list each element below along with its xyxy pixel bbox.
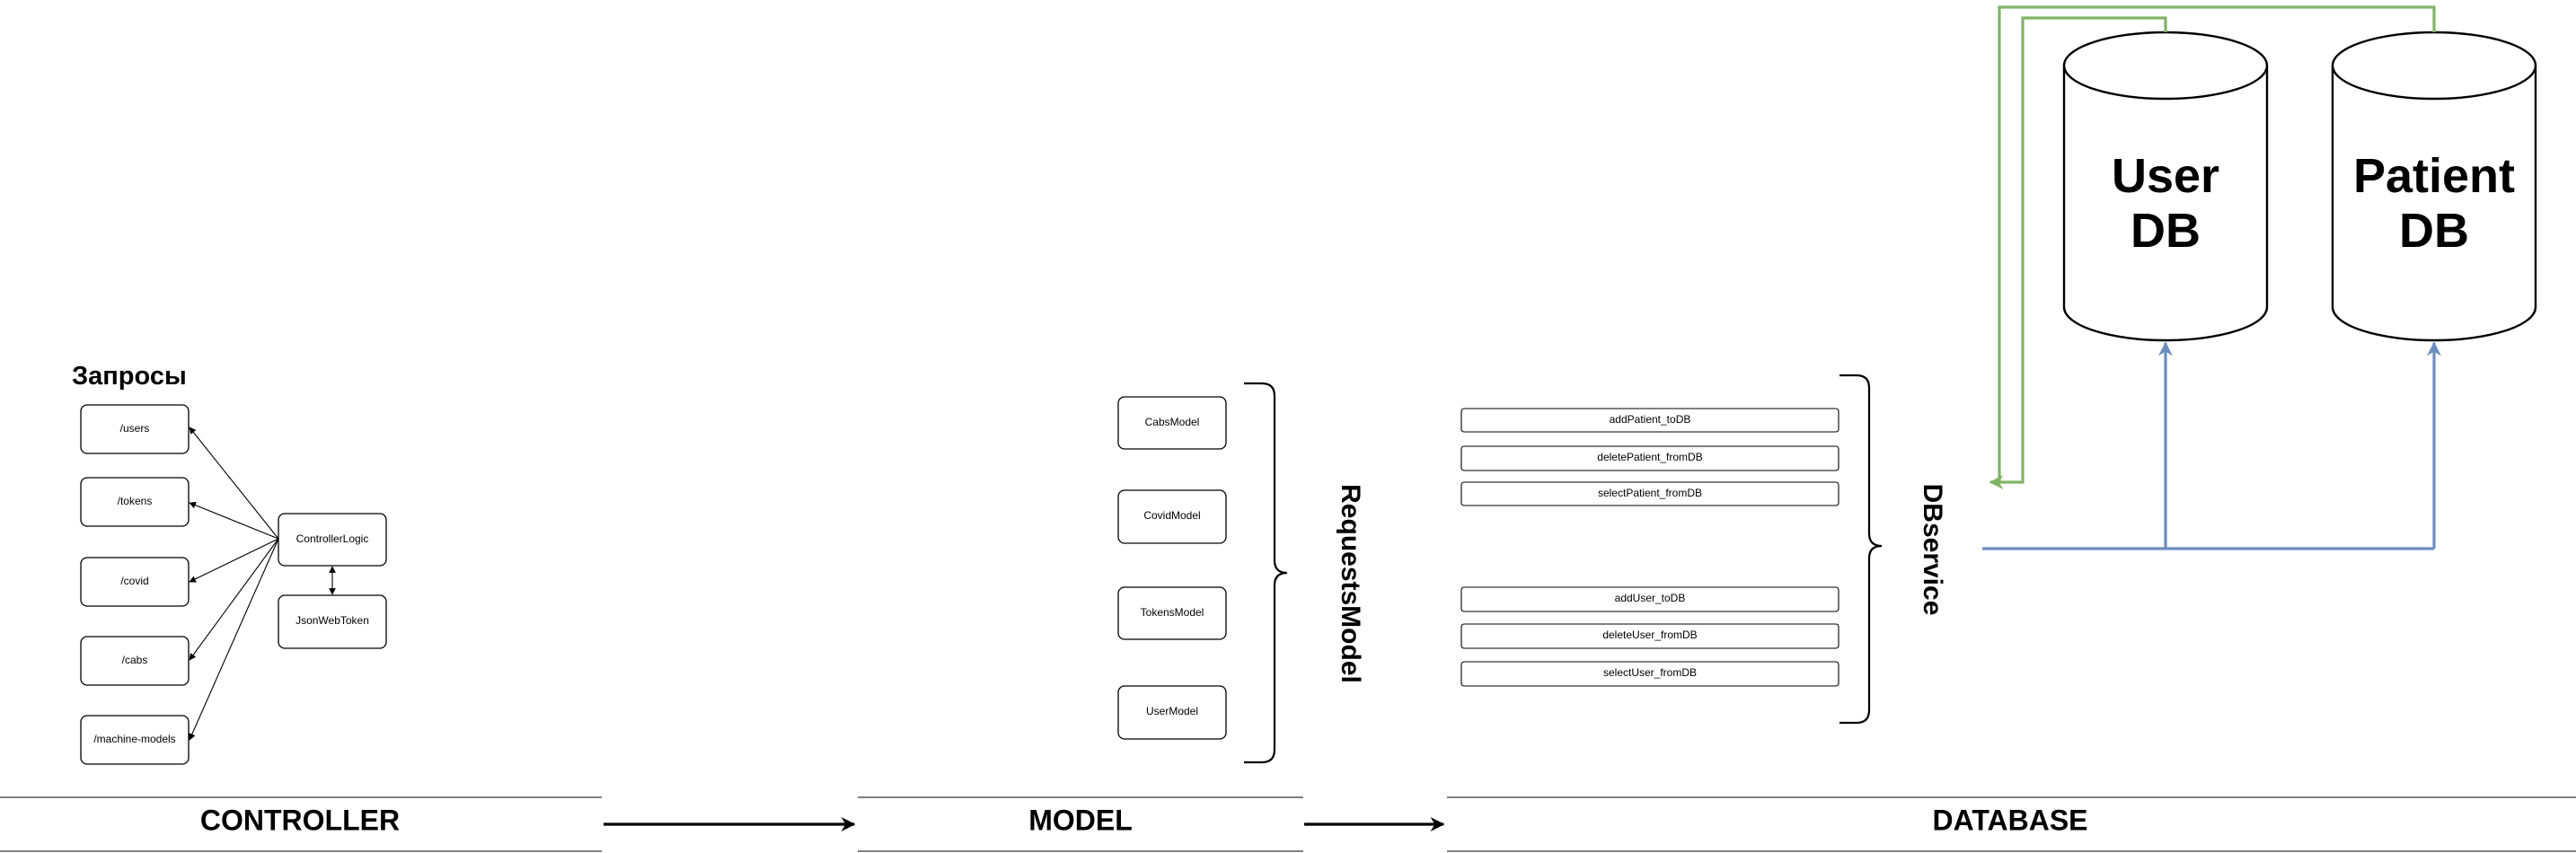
- model-label: UserModel: [1146, 705, 1198, 717]
- arrow-to-covid: [189, 538, 279, 583]
- method-label: deleteUser_fromDB: [1602, 629, 1697, 641]
- model-label: CabsModel: [1145, 416, 1200, 428]
- request-label: /cabs: [122, 654, 148, 666]
- model-box-cabs[interactable]: CabsModel: [1117, 396, 1227, 450]
- patient-db-cylinder[interactable]: Patient DB: [2331, 31, 2537, 342]
- write-flow-connectors: [1982, 341, 2441, 550]
- method-box-select-user[interactable]: selectUser_fromDB: [1460, 661, 1839, 687]
- method-box-add-patient[interactable]: addPatient_toDB: [1460, 408, 1839, 433]
- method-box-select-patient[interactable]: selectPatient_fromDB: [1460, 481, 1839, 506]
- request-box-covid[interactable]: /covid: [80, 557, 190, 607]
- controller-section: CONTROLLER: [0, 796, 602, 852]
- request-box-users[interactable]: /users: [80, 404, 190, 454]
- arrow-to-machine-models: [189, 538, 279, 741]
- model-box-tokens[interactable]: TokensModel: [1117, 586, 1227, 640]
- request-label: /users: [120, 422, 150, 435]
- user-db-label-line2: DB: [2130, 204, 2201, 258]
- model-label: CovidModel: [1143, 509, 1200, 522]
- dbservice-brace: [1839, 374, 1883, 725]
- requests-model-brace: [1244, 382, 1288, 764]
- database-section-label: DATABASE: [1932, 804, 2087, 836]
- request-box-tokens[interactable]: /tokens: [80, 477, 190, 527]
- database-section: DATABASE: [1447, 796, 2576, 852]
- request-box-cabs[interactable]: /cabs: [80, 636, 190, 686]
- controller-logic-label: ControllerLogic: [296, 532, 369, 545]
- user-db-label-line1: User: [2112, 149, 2219, 203]
- jwt-label: JsonWebToken: [296, 614, 369, 627]
- jwt-box[interactable]: JsonWebToken: [278, 594, 387, 649]
- patient-db-label-line1: Patient: [2353, 149, 2515, 203]
- patient-db-label-line2: DB: [2399, 204, 2469, 258]
- request-label: /tokens: [118, 495, 153, 507]
- controller-request-arrows: [189, 426, 336, 741]
- method-box-delete-user[interactable]: deleteUser_fromDB: [1460, 623, 1839, 649]
- dbservice-label: DBservice: [1918, 484, 1947, 616]
- method-box-delete-patient[interactable]: deletePatient_fromDB: [1460, 445, 1839, 471]
- requests-title: Запросы: [72, 362, 187, 391]
- controller-logic-box[interactable]: ControllerLogic: [278, 513, 387, 567]
- model-box-user[interactable]: UserModel: [1117, 685, 1227, 740]
- method-label: addUser_toDB: [1615, 592, 1686, 604]
- method-box-add-user[interactable]: addUser_toDB: [1460, 586, 1839, 612]
- request-box-machine-models[interactable]: /machine-models: [80, 715, 190, 765]
- model-box-covid[interactable]: CovidModel: [1117, 489, 1227, 544]
- method-label: deletePatient_fromDB: [1597, 451, 1702, 463]
- arrow-to-cabs: [189, 538, 279, 661]
- arrow-to-tokens: [189, 502, 279, 540]
- model-section: MODEL: [858, 796, 1303, 852]
- arrow-to-users: [189, 426, 279, 540]
- model-label: TokensModel: [1141, 606, 1204, 619]
- user-db-read-connector: [1989, 16, 2167, 489]
- request-label: /covid: [120, 575, 148, 587]
- user-db-cylinder[interactable]: User DB: [2062, 31, 2269, 342]
- controller-section-label: CONTROLLER: [200, 804, 400, 836]
- read-flow-connectors: [1989, 5, 2436, 489]
- method-label: addPatient_toDB: [1610, 413, 1691, 426]
- requests-model-label: RequestsModel: [1336, 484, 1365, 683]
- method-label: selectUser_fromDB: [1603, 666, 1697, 679]
- patient-db-read-connector: [1998, 5, 2436, 482]
- model-section-label: MODEL: [1028, 804, 1133, 836]
- request-label: /machine-models: [93, 733, 175, 745]
- method-label: selectPatient_fromDB: [1598, 487, 1702, 499]
